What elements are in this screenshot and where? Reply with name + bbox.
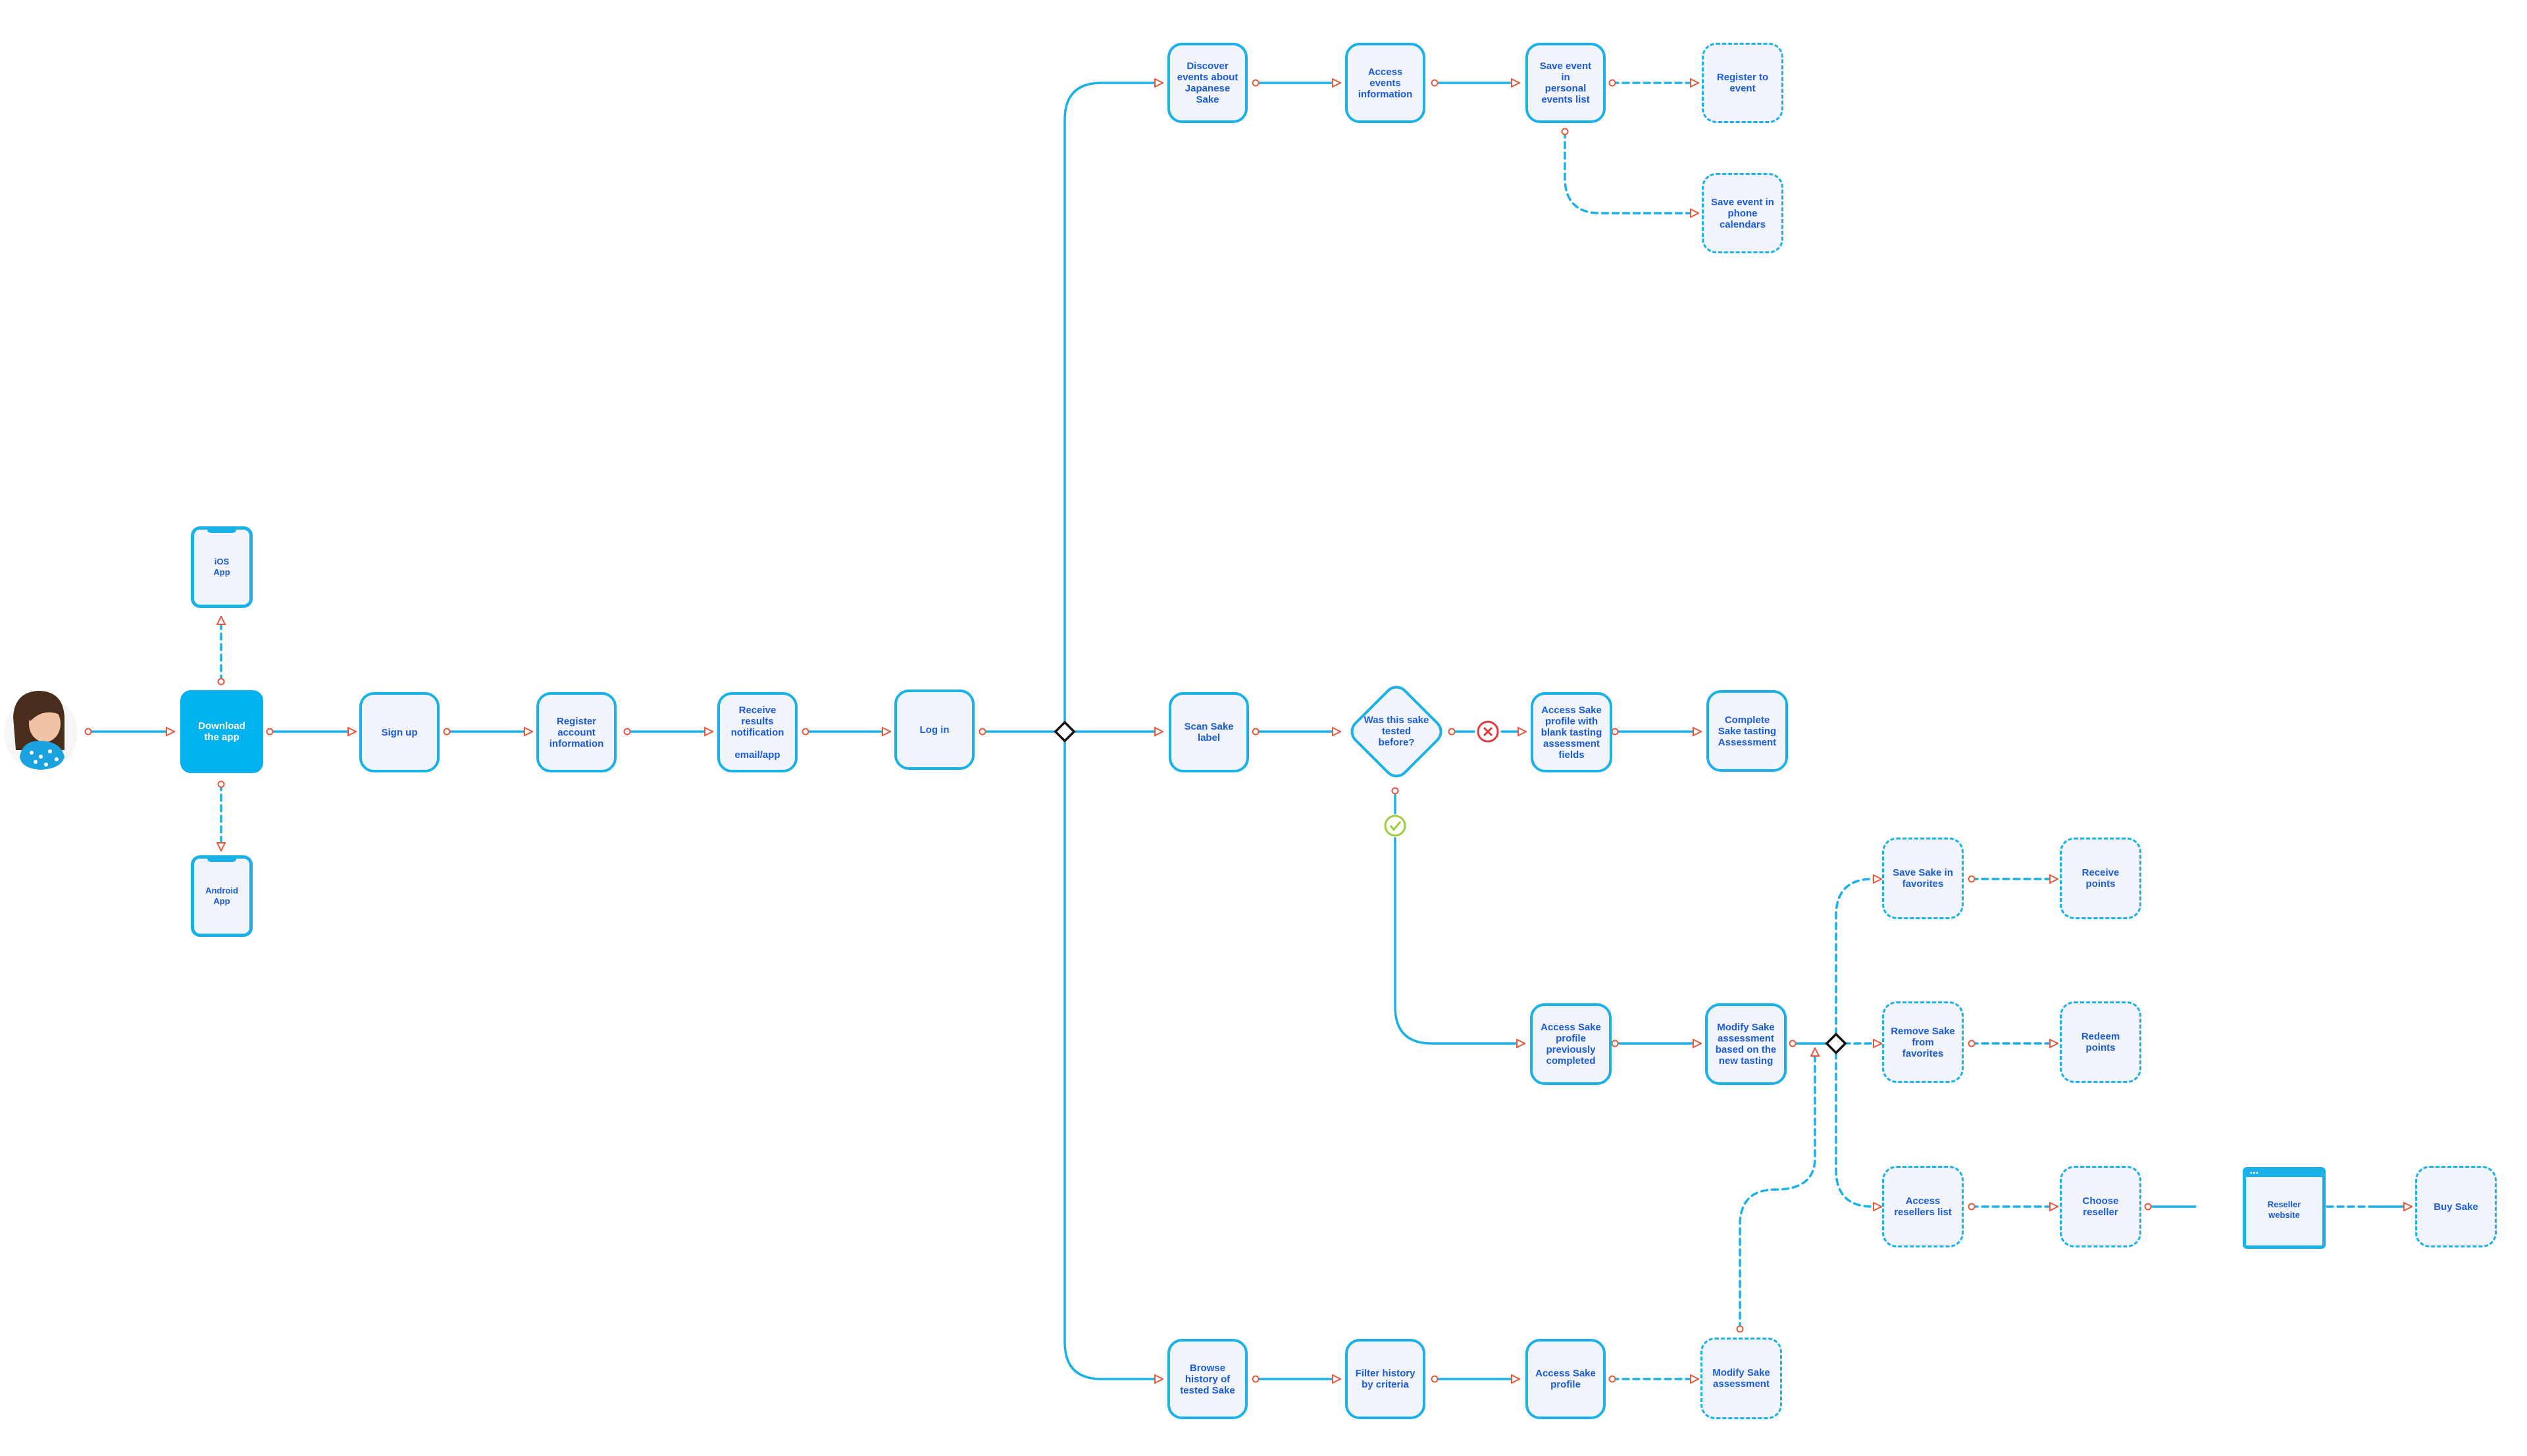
- ios-app-label: iOS App: [213, 557, 230, 577]
- modify-based-new-step[interactable]: Modify Sake assessment based on the new …: [1705, 1003, 1787, 1085]
- choose-reseller-step[interactable]: Choose reseller: [2060, 1166, 2141, 1247]
- android-app-device[interactable]: Android App: [191, 855, 253, 937]
- download-app-step[interactable]: Download the app: [180, 690, 263, 773]
- access-resellers-step[interactable]: Access resellers list: [1882, 1166, 1964, 1247]
- save-event-personal-step[interactable]: Save event in personal events list: [1525, 43, 1606, 123]
- sign-up-step[interactable]: Sign up: [359, 692, 440, 772]
- save-favorites-step[interactable]: Save Sake in favorites: [1882, 838, 1964, 919]
- log-in-step[interactable]: Log in: [894, 690, 975, 770]
- window-dots-icon: •••: [2250, 1170, 2259, 1177]
- access-blank-profile-step[interactable]: Access Sake profile with blank tasting a…: [1531, 692, 1612, 772]
- receive-points-step[interactable]: Receive points: [2060, 838, 2141, 919]
- redeem-points-step[interactable]: Redeem points: [2060, 1001, 2141, 1083]
- x-mark-icon: [1477, 720, 1499, 743]
- edge-save-calendar: [1565, 132, 1698, 213]
- buy-sake-step[interactable]: Buy Sake: [2415, 1166, 2497, 1247]
- receive-results-step[interactable]: Receive results notification email/app: [717, 692, 798, 772]
- phone-notch-icon: [207, 528, 236, 533]
- diamond-gateway-icon: [1054, 720, 1076, 743]
- phone-notch-icon: [207, 857, 236, 862]
- ios-app-device[interactable]: iOS App: [191, 526, 253, 608]
- edge-modify-up: [1740, 1049, 1815, 1329]
- filter-history-step[interactable]: Filter history by criteria: [1345, 1339, 1425, 1419]
- access-prev-completed-step[interactable]: Access Sake profile previously completed: [1530, 1003, 1612, 1085]
- complete-assessment-step[interactable]: Complete Sake tasting Assessment: [1706, 690, 1788, 772]
- scan-label-step[interactable]: Scan Sake label: [1169, 692, 1249, 772]
- edge-gateway-browse: [1063, 738, 1162, 1379]
- edge-gateway-resellers: [1835, 1051, 1881, 1207]
- edge-gateway-discover: [1063, 83, 1162, 725]
- register-account-step[interactable]: Register account information: [536, 692, 617, 772]
- save-event-calendar-step[interactable]: Save event in phone calendars: [1702, 173, 1783, 253]
- register-to-event-step[interactable]: Register to event: [1702, 43, 1783, 123]
- edge-yes-prev: [1394, 837, 1524, 1043]
- access-profile-step[interactable]: Access Sake profile: [1525, 1339, 1606, 1419]
- remove-favorites-step[interactable]: Remove Sake from favorites: [1882, 1001, 1964, 1083]
- check-mark-icon: [1384, 815, 1406, 837]
- reseller-website-window[interactable]: ••• Reseller website: [2243, 1167, 2326, 1249]
- was-tested-label: Was this sake tested before?: [1364, 715, 1429, 748]
- access-events-step[interactable]: Access events information: [1345, 43, 1425, 123]
- modify-assessment-step[interactable]: Modify Sake assessment: [1700, 1338, 1782, 1419]
- android-app-label: Android App: [205, 886, 238, 906]
- browse-history-step[interactable]: Browse history of tested Sake: [1167, 1339, 1248, 1419]
- edge-gateway-favorites: [1835, 879, 1881, 1036]
- reseller-website-label: Reseller website: [2267, 1199, 2301, 1220]
- diamond-gateway-icon: [1825, 1032, 1847, 1055]
- woman-avatar-icon: [4, 691, 78, 770]
- discover-events-step[interactable]: Discover events about Japanese Sake: [1167, 43, 1248, 123]
- browser-title-bar: [2246, 1170, 2322, 1177]
